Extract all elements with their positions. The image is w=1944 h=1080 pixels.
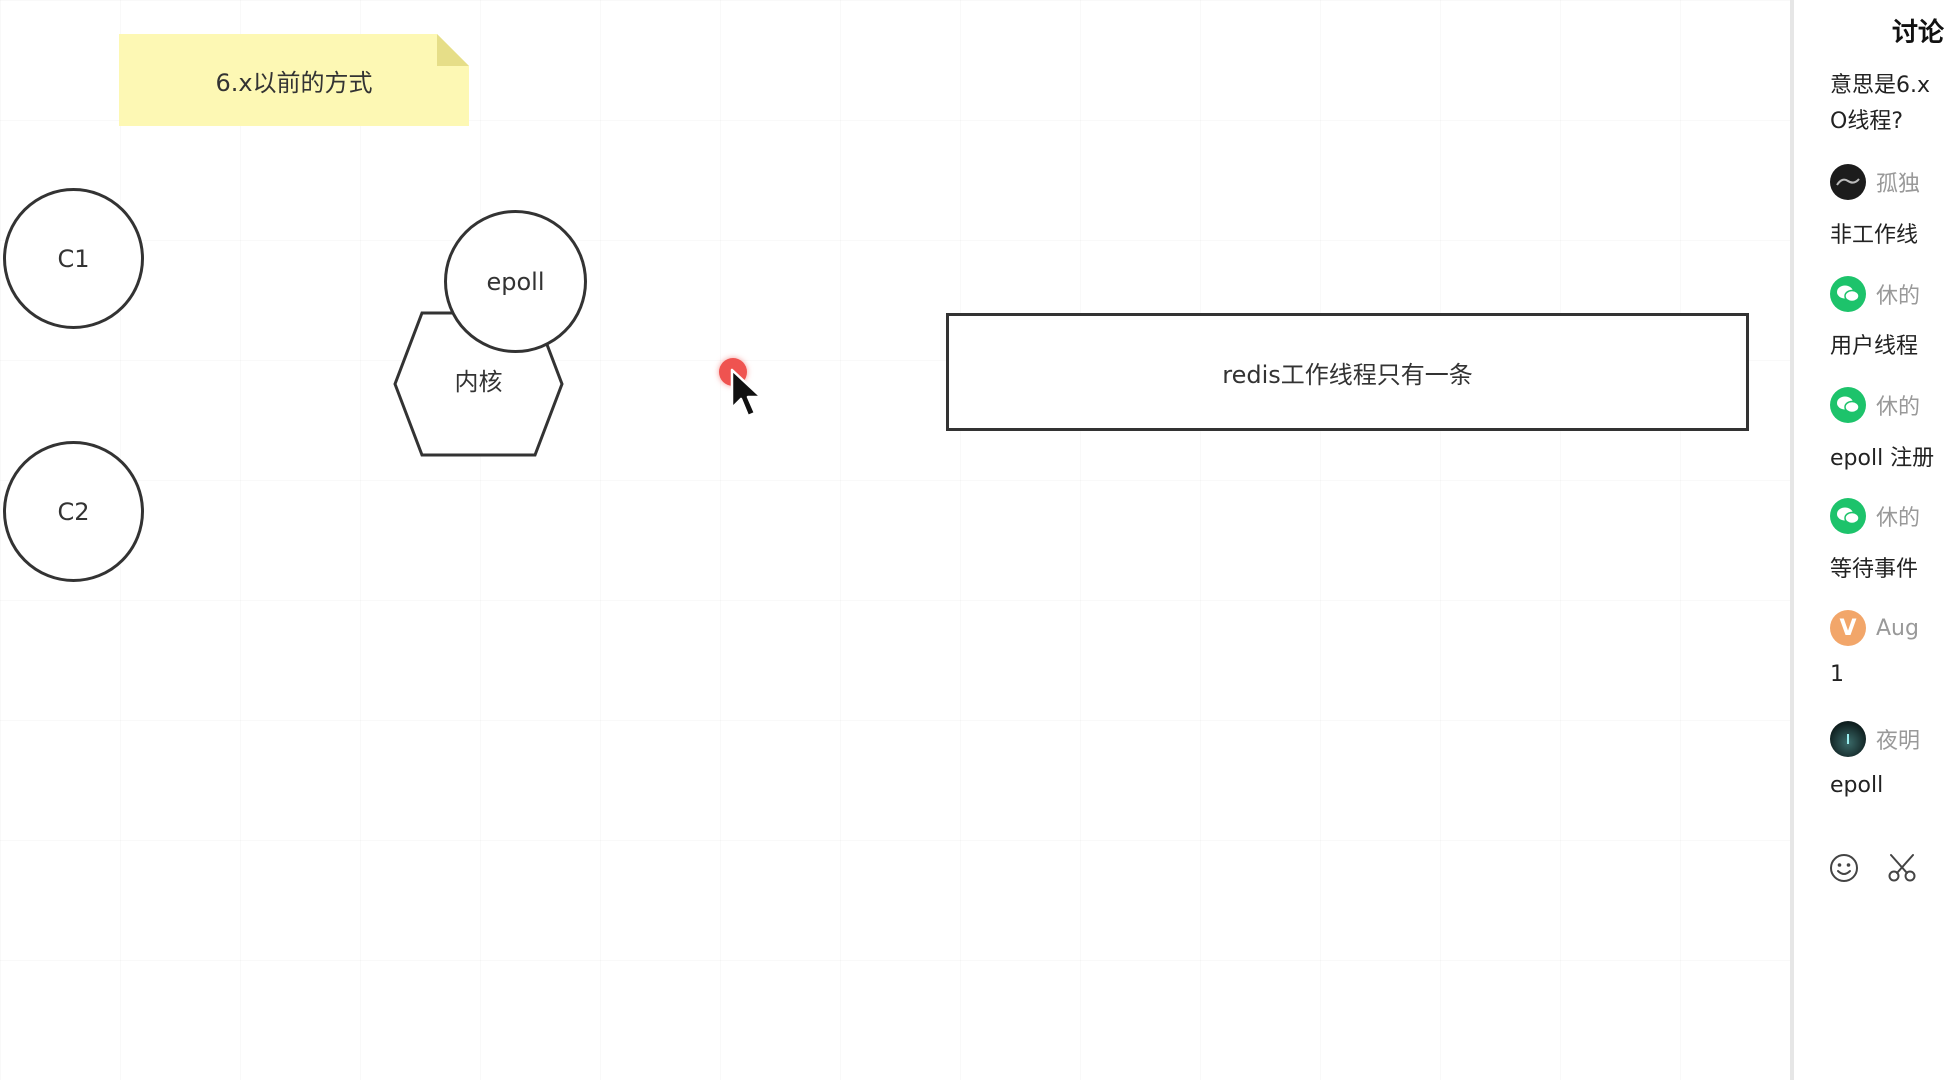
- epoll-node[interactable]: epoll: [444, 210, 587, 353]
- sticky-note-fold: [437, 34, 469, 66]
- message-author: Aug: [1876, 615, 1919, 641]
- message-author: 孤独: [1876, 172, 1921, 197]
- sticky-note-text: 6.x以前的方式: [215, 68, 373, 97]
- avatar[interactable]: [1830, 721, 1866, 757]
- client-c2-node[interactable]: C2: [3, 441, 144, 582]
- epoll-label: epoll: [486, 267, 545, 296]
- message-text: epoll 注册: [1830, 446, 1935, 471]
- avatar-letter: V: [1839, 615, 1857, 641]
- client-c1-node[interactable]: C1: [3, 188, 144, 329]
- message-author: 休的: [1876, 284, 1921, 309]
- scissors-icon[interactable]: [1886, 852, 1918, 884]
- discussion-title: 讨论: [1892, 18, 1944, 48]
- redis-thread-box[interactable]: redis工作线程只有一条: [946, 313, 1749, 431]
- client-c2-label: C2: [57, 497, 90, 526]
- message-text: 用户线程: [1830, 334, 1919, 359]
- message-text: 等待事件: [1830, 557, 1919, 582]
- question-line-1: 意思是6.x: [1830, 73, 1931, 98]
- message-author: 夜明: [1876, 729, 1921, 754]
- question-message: 意思是6.x O线程?: [1830, 68, 1930, 140]
- message-author: 休的: [1876, 395, 1921, 420]
- mouse-cursor-icon: [730, 368, 763, 418]
- message-header: 休的: [1830, 387, 1920, 423]
- message-header: 休的: [1830, 498, 1920, 534]
- kernel-label: 内核: [454, 368, 503, 396]
- wechat-icon[interactable]: [1830, 387, 1866, 423]
- wechat-icon[interactable]: [1830, 276, 1866, 312]
- message-header: 夜明: [1830, 721, 1920, 757]
- avatar[interactable]: [1830, 164, 1866, 200]
- message-header: 孤独: [1830, 164, 1920, 200]
- message-text: 非工作线: [1830, 223, 1919, 248]
- emoji-icon[interactable]: [1828, 852, 1860, 884]
- message-text: epoll: [1830, 773, 1884, 798]
- whiteboard-canvas[interactable]: 6.x以前的方式 C1 C2 内核 epoll redis工作线程只有一条: [0, 0, 1790, 1080]
- avatar[interactable]: V: [1830, 610, 1866, 646]
- message-header: V Aug: [1830, 610, 1919, 646]
- message-header: 休的: [1830, 276, 1920, 312]
- sticky-note[interactable]: 6.x以前的方式: [119, 34, 469, 126]
- message-author: 休的: [1876, 506, 1921, 531]
- redis-thread-label: redis工作线程只有一条: [1222, 360, 1473, 389]
- question-line-2: O线程?: [1830, 109, 1903, 134]
- client-c1-label: C1: [57, 244, 90, 273]
- discussion-panel: 讨论 意思是6.x O线程? 孤独 非工作线 休的 用户线程 休的 ep: [1790, 0, 1944, 1080]
- wechat-icon[interactable]: [1830, 498, 1866, 534]
- message-text: 1: [1830, 662, 1844, 687]
